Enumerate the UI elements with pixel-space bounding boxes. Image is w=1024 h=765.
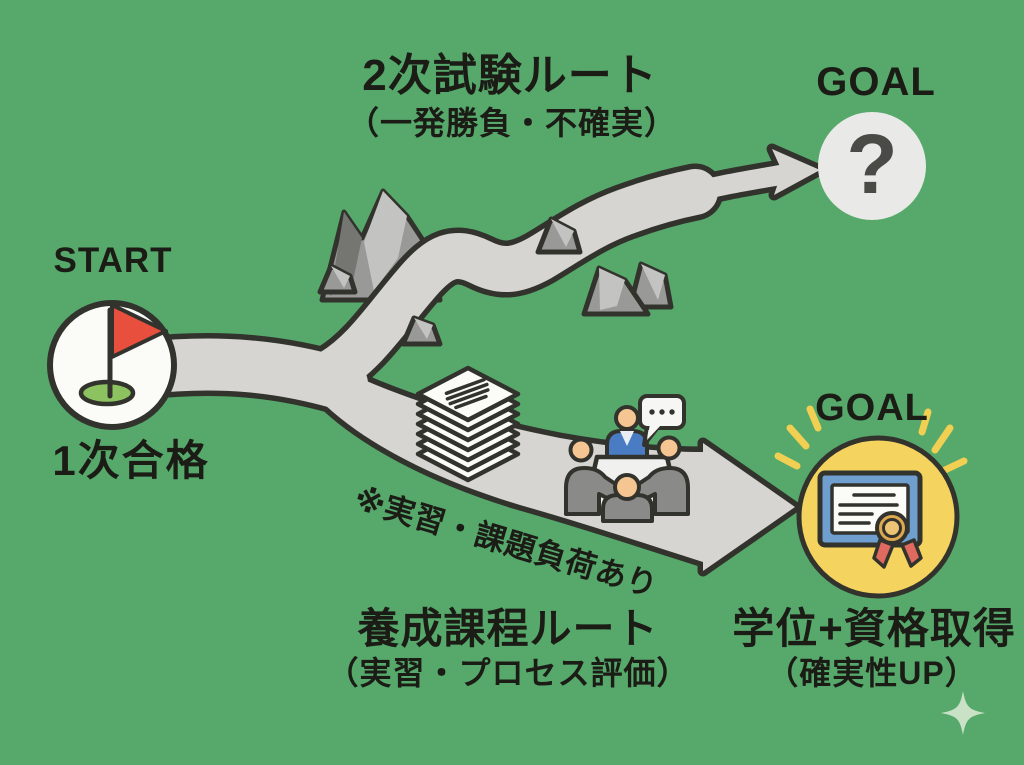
rocks-icon: [400, 216, 674, 347]
speech-bubble-icon: [638, 394, 686, 447]
question-mark-icon: ?: [846, 117, 898, 211]
start-flag-icon: [47, 300, 177, 430]
result-subtitle: （確実性UP）: [766, 655, 978, 691]
start-result-label: 1次合格: [52, 437, 210, 484]
route-training-subtitle: （実習・プロセス評価）: [326, 655, 690, 691]
question-badge: [818, 112, 926, 220]
goal-bottom-label: GOAL: [815, 387, 929, 429]
sparkle-icon: [941, 691, 985, 735]
goal-top-label: GOAL: [816, 60, 936, 104]
certificate-icon: [796, 435, 960, 599]
meeting-table-icon: [564, 405, 690, 523]
route-secondary-subtitle: （一発勝負・不確実）: [346, 105, 678, 141]
route-secondary-title: 2次試験ルート: [362, 51, 658, 100]
sunburst-rays-icon: [774, 405, 968, 474]
route-training-title: 養成課程ルート: [357, 605, 659, 652]
start-label: START: [53, 241, 173, 280]
papers-stack-icon: [415, 365, 521, 483]
road-fork: [113, 143, 826, 577]
result-title: 学位+資格取得: [732, 605, 1016, 652]
